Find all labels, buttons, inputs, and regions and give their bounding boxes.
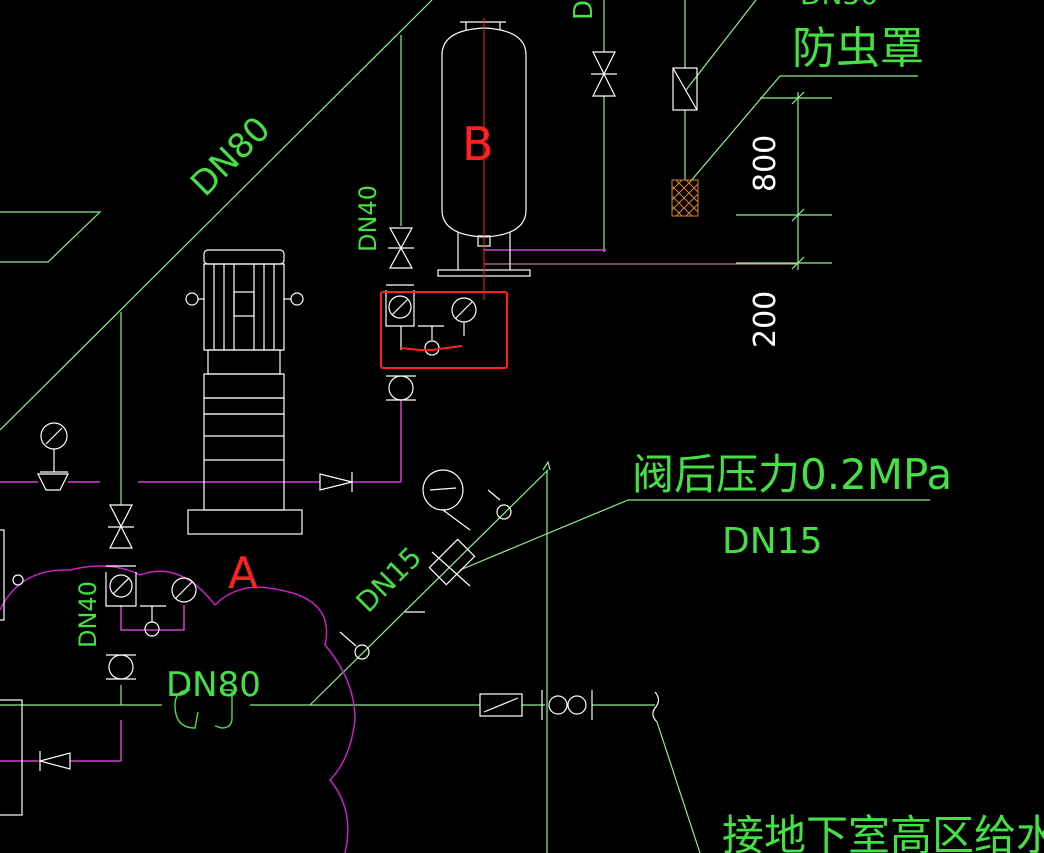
label-dn80-diagonal: DN80 [183,109,278,204]
insect-cover-leader-2 [689,75,781,183]
pressure-gauge-lower-left-b [171,577,197,603]
pump-stage-3 [203,413,285,511]
union-fitting-lower-left [108,654,134,680]
label-top-partial: DN50 [800,0,878,11]
green-pipe-network [0,0,930,853]
label-dn15-right: DN15 [722,521,822,562]
dn15-arrowhead [542,460,551,471]
bottom-note-leader [656,721,701,853]
pressure-gauge-lower-left-a [109,574,133,598]
valves-and-fittings [0,51,698,816]
label-cloud-a: A [228,548,258,599]
water-meter-box [479,693,523,717]
dim-tick-1 [791,91,805,105]
label-bottom-note: 接地下室高区给水管 [722,811,1044,853]
small-gauge-center [424,340,440,356]
pump-motor-top [203,249,285,265]
union-fitting-lower [388,375,414,401]
label-pressure-note: 阀后压力0.2MPa [632,450,952,499]
gj-joint-symbol [174,689,233,729]
pump-base [187,509,303,535]
check-valve-lower-left [37,752,71,770]
dn15-union-upper [496,504,512,520]
gate-valve-right [592,51,616,97]
insect-cover-box [672,67,698,111]
label-dim-800: 800 [748,135,783,192]
dim-tick-2 [791,208,805,222]
gate-valve-upper [388,227,414,269]
dn80-diagonal-pipe [0,0,433,431]
label-dn15-diagonal: DN15 [350,540,429,619]
pressure-gauge-dn15 [422,469,464,511]
label-tank-b: B [462,117,494,171]
pump-stage-2 [203,397,285,415]
revision-cloud-a [0,565,356,853]
pipe-end-cap [652,691,660,723]
label-dim-200: 200 [748,291,783,348]
flexible-joint-right [567,695,587,715]
insect-cover-mesh [671,179,699,217]
gate-valve-left [109,504,133,549]
label-insect-cover: 防虫罩 [792,23,924,74]
pressure-reducing-valve [428,538,476,586]
left-parallelogram-shape [0,211,102,263]
pump-lift-eye-left [185,292,199,306]
pressure-leader-diagonal [459,499,629,571]
dim-tick-3 [791,256,805,270]
label-dn40-upper: DN40 [354,185,382,252]
red-pipe-segment [400,345,463,351]
magenta-pipe-gauge-branch [120,605,185,631]
pump-lift-eye-right [290,292,304,306]
pump-coupling [207,349,281,375]
pump-stage-1 [203,373,285,399]
insect-cover-leader [685,0,757,91]
flexible-joint-left [548,695,568,715]
pressure-gauge-left [388,295,412,319]
pump-motor-body [203,263,285,351]
magenta-pipe-network [0,249,606,762]
small-gauge-lower-left [144,621,160,637]
vertical-pump [185,249,304,535]
label-dn40-lower: DN40 [74,581,102,648]
dn15-diagonal-pipe [309,469,549,706]
label-dn80-horizontal: DN80 [166,665,261,705]
valve-upper-left [37,473,69,491]
left-edge-equipment [0,529,5,621]
check-valve-pump [319,473,353,491]
highlight-box[interactable] [380,291,508,369]
label-top-vertical-partial: DN [569,0,599,20]
pump-motor-box [233,291,255,317]
dn15-union-lower [354,644,370,660]
